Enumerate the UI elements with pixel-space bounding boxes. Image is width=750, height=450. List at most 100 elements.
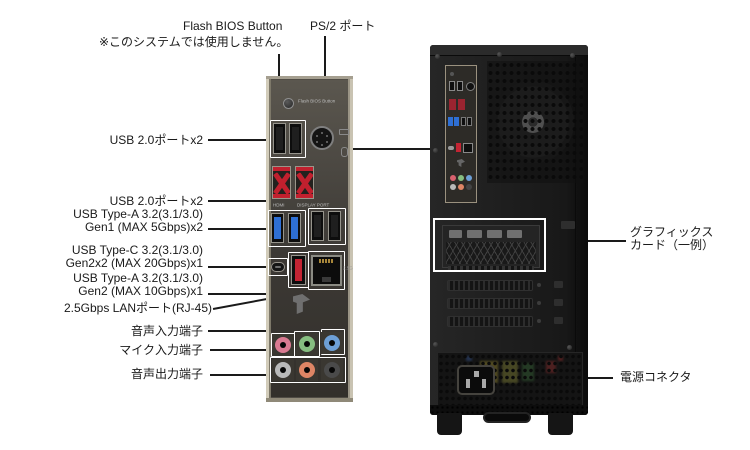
leader-mic-in (210, 349, 271, 351)
expansion-slot-cover (447, 298, 533, 309)
mini-usb2-port (461, 117, 466, 126)
screw-icon (537, 301, 541, 305)
slot-tab (554, 299, 563, 306)
usb-c-outline (268, 258, 288, 276)
mic-in-label: マイク入力端子 (119, 343, 203, 357)
screw-icon (433, 342, 438, 347)
hdmi-connector (449, 230, 462, 238)
mini-audio-jack (450, 184, 456, 190)
ps2-port (310, 126, 334, 150)
mouse-icon (341, 147, 348, 157)
pc-case-rear (430, 45, 588, 435)
usb-c-label: USB Type-C 3.2(3.1/3.0) Gen2x2 (MAX 20Gb… (66, 244, 203, 270)
leader-usb-a-gen2 (208, 293, 296, 295)
power-inlet-connector (457, 365, 495, 395)
usb20-mid-outline (308, 208, 346, 245)
mini-audio-jack (466, 184, 472, 190)
graphics-card-label: グラフィックス カード（一例） (630, 226, 714, 252)
usb2-port-1 (273, 123, 286, 154)
case-foot (548, 413, 573, 435)
displayport-print: DISPLAY PORT (297, 202, 330, 208)
lan-label: 2.5Gbps LANポート(RJ-45) (63, 301, 212, 315)
usb20-mid-label: USB 2.0ポートx2 (109, 194, 203, 208)
case-side-seam (575, 57, 576, 405)
motherboard-io-panel: Flash BIOS Button HDMI DISPLAY PORT 2.5G (266, 76, 353, 402)
usb-a-gen1-line2: Gen1 (MAX 5Gbps)x2 (84, 220, 203, 234)
audio-jack-center-sub (296, 359, 318, 381)
mini-audio-jack (458, 184, 464, 190)
leader-line-out (210, 374, 270, 376)
mini-usb2-port (467, 117, 472, 126)
mini-audio-jack (450, 175, 456, 181)
flash-bios-label: Flash BIOS Button (183, 19, 283, 33)
mini-usb3-port (448, 117, 453, 126)
mini-usb3-port (454, 117, 459, 126)
case-bottom-edge (430, 405, 588, 415)
slot-tab (554, 317, 563, 324)
blocked-hdmi-port (272, 166, 291, 199)
usb3-gen1-port-2 (288, 213, 301, 243)
audio-jack-side (272, 359, 294, 381)
lan-port (311, 255, 342, 286)
usb-a-gen1-label: USB Type-A 3.2(3.1/3.0) Gen1 (MAX 5Gbps)… (73, 208, 203, 234)
mini-brand-logo-icon (457, 159, 465, 167)
usb-a-gen2-line1: USB Type-A 3.2(3.1/3.0) (73, 271, 203, 285)
usb2-port-3 (311, 211, 324, 241)
graphics-card-line2: カード（一例） (630, 238, 715, 252)
leader-usb20-top (208, 139, 270, 141)
psu-mesh (438, 353, 582, 409)
ps2-label: PS/2 ポート (310, 19, 376, 33)
case-latch (561, 221, 575, 229)
screw-icon (567, 345, 572, 350)
usb20-top-label: USB 2.0ポートx2 (109, 133, 203, 147)
leader-line-in (208, 330, 321, 332)
usb2-port-4 (328, 211, 341, 241)
rear-fan-grille (485, 61, 583, 183)
mini-audio-jack (466, 175, 472, 181)
usb-a-gen2-label: USB Type-A 3.2(3.1/3.0) Gen2 (MAX 10Gbps… (73, 272, 203, 298)
expansion-slot-cover (447, 316, 533, 327)
mini-usb2-port (457, 81, 463, 91)
psu-panel (437, 352, 583, 410)
usb-a-gen2-line2: Gen2 (MAX 10Gbps)x1 (78, 284, 203, 298)
flash-bios-button (283, 98, 294, 109)
audio-jack-mic (272, 334, 294, 356)
leader-panel-to-case (353, 148, 446, 150)
usb-c-line2: Gen2x2 (MAX 20Gbps)x1 (65, 256, 203, 270)
screw-icon (435, 54, 440, 59)
audio-jack-rear (321, 359, 343, 381)
keyboard-icon (339, 129, 349, 135)
usb-a-gen1-line1: USB Type-A 3.2(3.1/3.0) (73, 207, 203, 221)
screw-icon (433, 148, 438, 153)
mini-lan-port (463, 143, 473, 153)
case-bottom-handle (483, 412, 531, 423)
screw-icon (570, 53, 575, 58)
screw-icon (497, 52, 502, 57)
graphics-card-line1: グラフィックス (630, 225, 714, 239)
screw-icon (537, 283, 541, 287)
graphics-card-outline (433, 218, 546, 272)
power-connector-label: 電源コネクタ (620, 370, 692, 384)
leader-usb20-mid (208, 200, 309, 202)
slot-tab (554, 281, 563, 288)
leader-usb-a-gen1 (208, 228, 268, 230)
lan-speed-print: 2.5G (343, 265, 353, 271)
usb3-gen1-port-1 (271, 213, 284, 243)
audio-bottom-outline (270, 357, 346, 383)
displayport-connector (467, 230, 482, 238)
mini-usb-c-port (448, 146, 454, 150)
audio-jack-line-in (321, 332, 343, 354)
lan-outline (308, 251, 345, 290)
mini-blocked-port (449, 99, 456, 110)
line-in-label: 音声入力端子 (130, 324, 203, 338)
case-top-edge (430, 45, 588, 56)
lineout-jack-outline (294, 331, 320, 357)
audio-jack-line-out (296, 333, 318, 355)
mini-flash-button (450, 72, 454, 76)
screw-icon (537, 319, 541, 323)
displayport-connector (507, 230, 522, 238)
case-foot (437, 413, 462, 435)
mini-blocked-port (458, 99, 465, 110)
blocked-displayport-port (295, 166, 314, 199)
